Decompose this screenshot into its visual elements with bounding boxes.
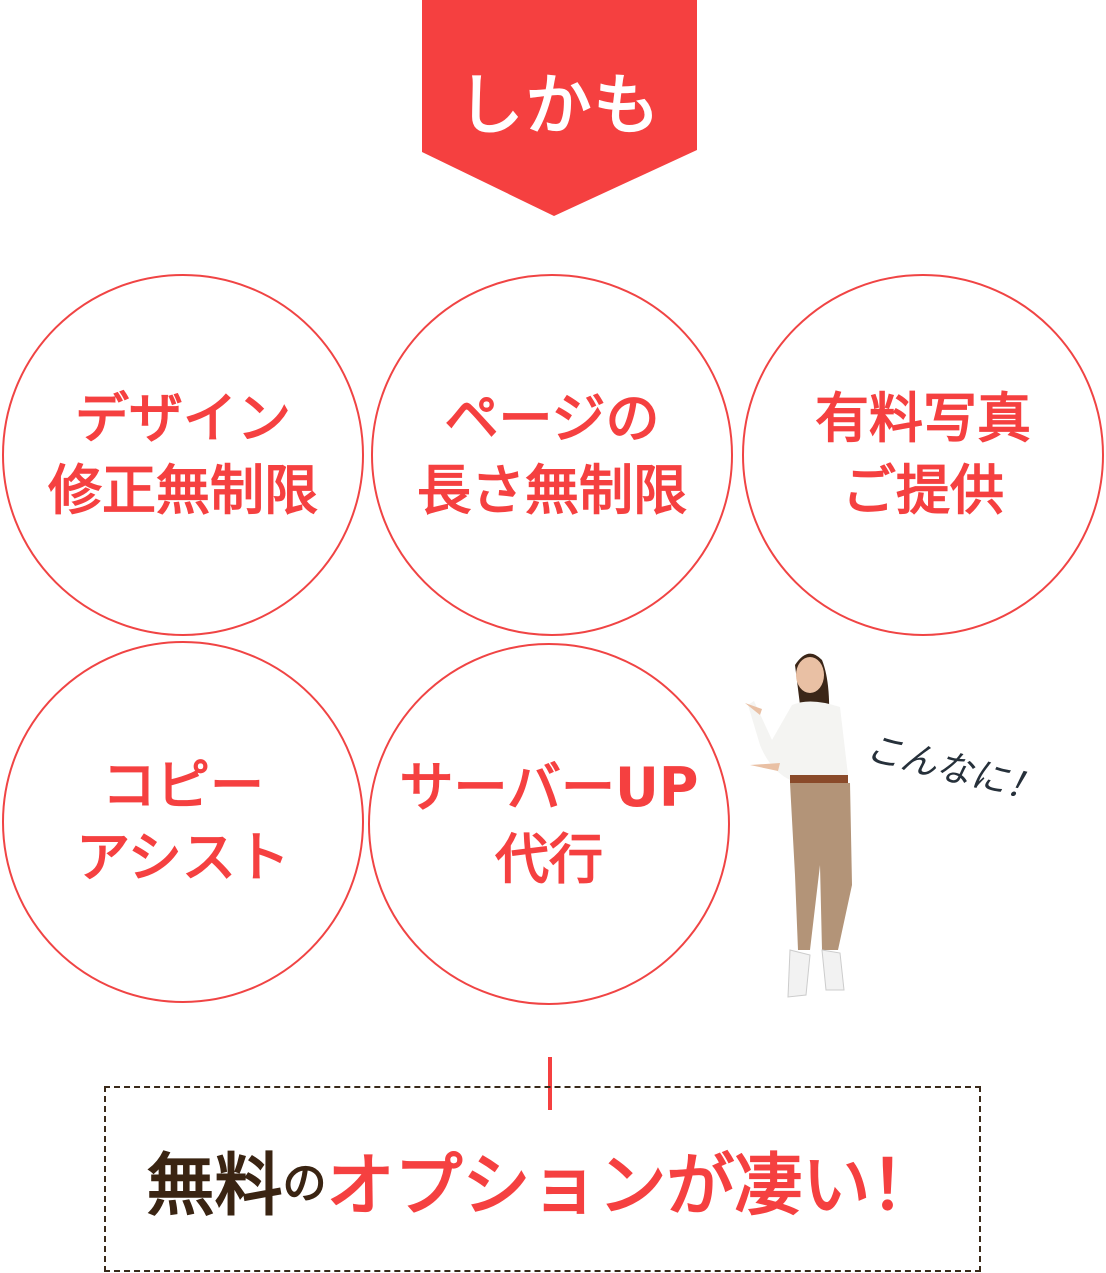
option-page-length: ページの 長さ無制限 bbox=[371, 274, 733, 636]
woman-pointing-image bbox=[745, 653, 852, 998]
option-line: ご提供 bbox=[842, 459, 1004, 522]
option-copy-assist: コピー アシスト bbox=[2, 641, 364, 1003]
option-paid-photos: 有料写真 ご提供 bbox=[742, 274, 1104, 636]
option-line: 長さ無制限 bbox=[417, 459, 687, 522]
option-line: 修正無制限 bbox=[48, 459, 318, 522]
option-line: アシスト bbox=[76, 826, 290, 889]
option-line: サーバーUP bbox=[399, 756, 699, 819]
headline-free: 無料 bbox=[146, 1146, 283, 1226]
connector-line bbox=[548, 1057, 552, 1110]
option-line: デザイン bbox=[75, 387, 291, 450]
banner-arrow-shape bbox=[422, 0, 697, 216]
free-options-headline-box: 無料 の オプションが凄い！ bbox=[104, 1086, 981, 1272]
option-line: ページの bbox=[444, 387, 660, 450]
option-line: 有料写真 bbox=[815, 387, 1031, 450]
shikamo-banner: しかも bbox=[422, 0, 697, 216]
option-line: 代行 bbox=[495, 828, 603, 891]
speech-handwriting: こんなに！ bbox=[861, 727, 1047, 812]
option-design-revision: デザイン 修正無制限 bbox=[2, 274, 364, 636]
option-line: コピー bbox=[102, 754, 264, 817]
headline-no: の bbox=[282, 1158, 327, 1209]
option-server-upload: サーバーUP 代行 bbox=[368, 643, 730, 1005]
banner-label: しかも bbox=[457, 67, 662, 144]
headline-options-amazing: オプションが凄い！ bbox=[326, 1146, 939, 1226]
